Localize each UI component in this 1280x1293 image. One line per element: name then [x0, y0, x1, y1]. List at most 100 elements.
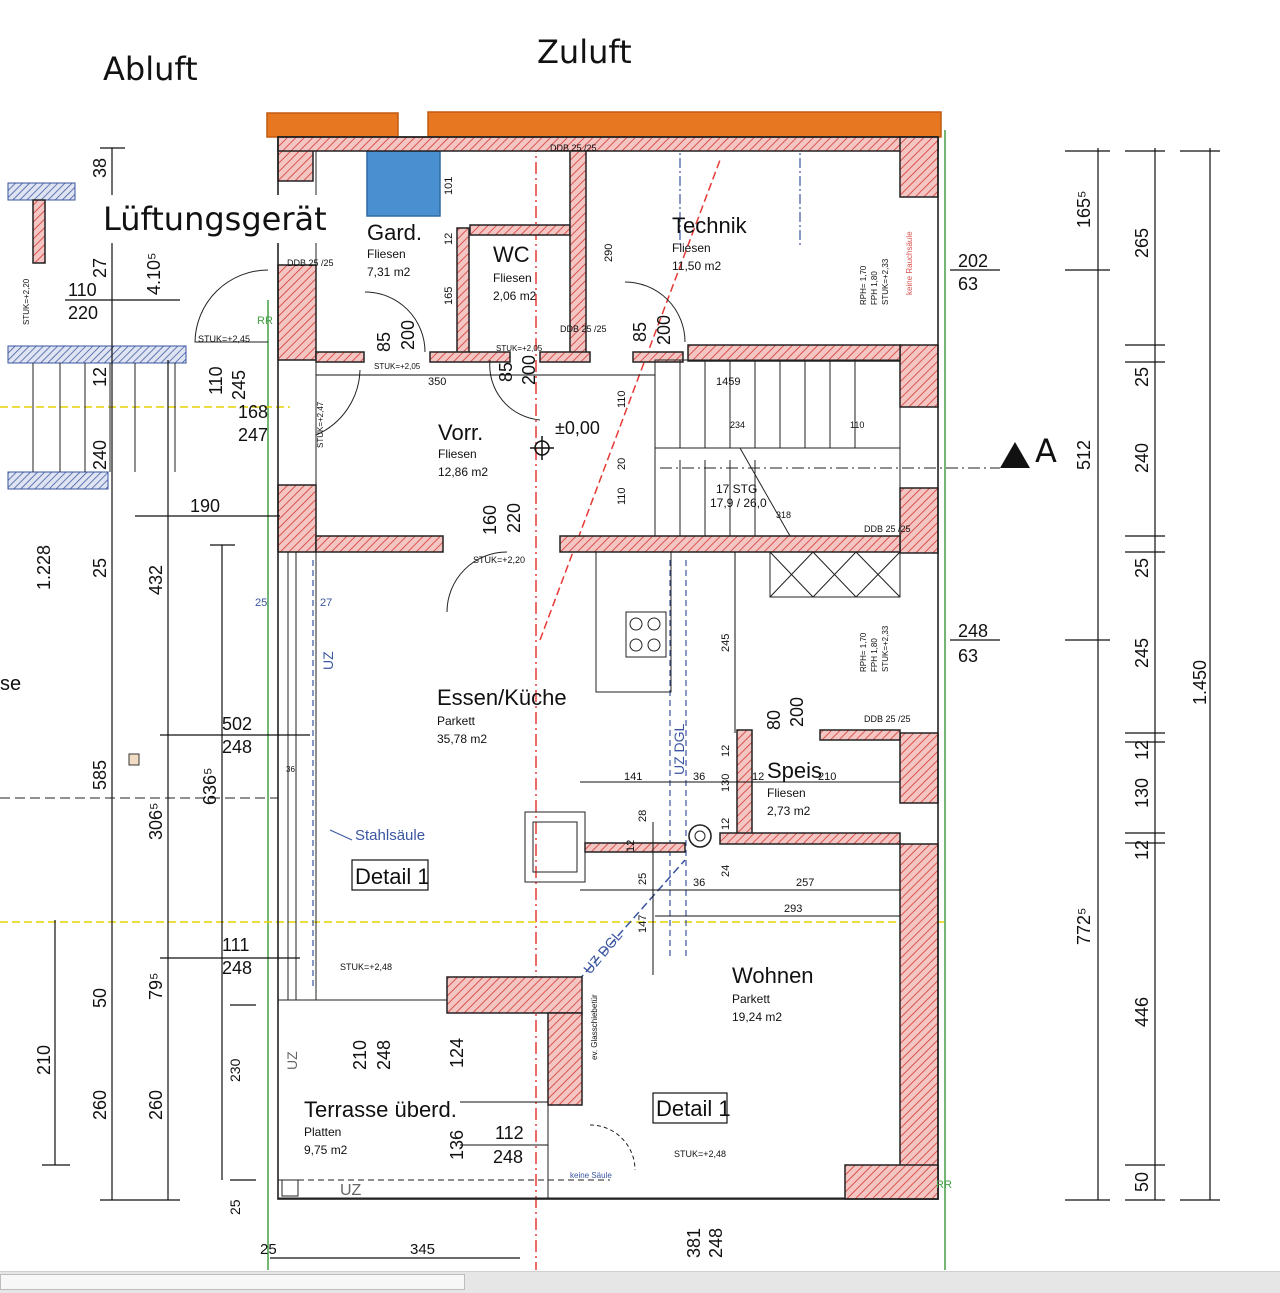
rph-label-2: RPH= 1,70	[859, 632, 868, 672]
stuk-label-233a: STUK=+2,33	[881, 258, 890, 305]
lueftungsgeraet-label-bg	[100, 195, 328, 243]
dim-pair-6-bottom: 248	[222, 958, 252, 978]
dim-inner-h: 25	[260, 1241, 277, 1258]
dim-pair-2-bottom: 245	[229, 370, 249, 400]
stuk-label-233b: STUK=+2,33	[881, 625, 890, 672]
dim-left-3: 4.10⁵	[144, 253, 164, 296]
detail-label-1: Detail 1	[355, 864, 430, 889]
stuk-label-220v: STUK=+2,20	[22, 278, 31, 325]
opening-2-bottom: 63	[958, 646, 978, 666]
dim-left-5: 240	[90, 440, 110, 470]
room-area: 11,50 m2	[672, 259, 721, 273]
stuk-label-248a: STUK=+2,48	[340, 962, 392, 972]
dim-inner-h: 345	[410, 1241, 435, 1258]
opening-1-bottom: 63	[958, 274, 978, 294]
dim-inner-v: 248	[374, 1040, 394, 1070]
dim-pair-7-left: 25	[255, 597, 267, 609]
dim-inner-v: 160	[480, 505, 500, 535]
room-area: 35,78 m2	[437, 732, 487, 746]
dim-left-8: 585	[90, 760, 110, 790]
dim-inner-v: 200	[654, 315, 674, 345]
dim-inner-h: 248	[493, 1147, 523, 1167]
dim-inner-h: 1459	[716, 376, 740, 388]
dim-inner-v: 136	[447, 1130, 467, 1160]
room-terrasse: Terrasse überd. Platten 9,75 m2	[304, 1097, 457, 1157]
room-name: WC	[493, 242, 530, 267]
dim-right-12: 446	[1132, 997, 1152, 1027]
dim-inner-v: 200	[787, 697, 807, 727]
room-area: 2,73 m2	[767, 804, 811, 818]
detail-label-2: Detail 1	[656, 1096, 731, 1121]
inner-dims-vertical: 101 12 165 290 85 200 85 200 85 200 110 …	[350, 177, 807, 1258]
dim-inner-v: 110	[616, 390, 628, 408]
ddb-label-3: DDB 25 /25	[560, 324, 607, 334]
scrollbar-thumb[interactable]	[0, 1274, 465, 1290]
room-name: Wohnen	[732, 963, 814, 988]
dim-left-7: 432	[146, 565, 166, 595]
stuk-label-245: STUK=+2,45	[198, 334, 250, 344]
rr-label-1: RR	[257, 315, 273, 327]
stuk-label-205b: STUK=+2,05	[496, 344, 543, 353]
room-wohnen: Wohnen Parkett 19,24 m2	[732, 963, 814, 1024]
dim-left-2: 27	[90, 258, 110, 278]
room-name: Technik	[672, 213, 748, 238]
dim-left-15: 210	[34, 1045, 54, 1075]
dim-left-11: 50	[90, 988, 110, 1008]
room-technik: Technik Fliesen 11,50 m2	[672, 213, 748, 273]
dim-inner-v: 20	[616, 458, 628, 470]
dim-pair-3-bottom: 247	[238, 425, 268, 445]
rph-label-1: RPH= 1,70	[859, 265, 868, 305]
dim-inner-v: 28	[637, 810, 649, 822]
dim-inner-v: 12	[720, 745, 732, 757]
uz-label-2: UZ	[284, 1051, 300, 1070]
dim-inner-h: 112	[495, 1123, 524, 1143]
dim-inner-v: 85	[374, 332, 394, 352]
room-area: 12,86 m2	[438, 465, 488, 479]
zuluft-duct	[427, 111, 942, 138]
zuluft-label: Zuluft	[537, 33, 632, 71]
dim-right-3: 772⁵	[1074, 908, 1094, 946]
room-material: Fliesen	[367, 247, 406, 261]
dim-inner-h: 12	[752, 771, 764, 783]
dim-left-1: 38	[90, 158, 110, 178]
room-name: Speis	[767, 758, 822, 783]
lueftungsgeraet-label: Lüftungsgerät	[103, 200, 327, 238]
room-material: Platten	[304, 1125, 341, 1139]
dim-left-16: 230	[227, 1058, 243, 1082]
dim-inner-v: 12	[625, 840, 637, 852]
room-material: Fliesen	[767, 786, 806, 800]
dim-inner-v: 130	[720, 774, 732, 792]
room-material: Fliesen	[493, 271, 532, 285]
room-name: Terrasse überd.	[304, 1097, 457, 1122]
dim-inner-h: 293	[784, 903, 802, 915]
dim-inner-v: 147	[637, 915, 649, 933]
dimension-lines-right	[950, 148, 1220, 1201]
stairs-sub-label: 17,9 / 26,0	[710, 496, 767, 510]
room-area: 9,75 m2	[304, 1143, 348, 1157]
left-structure	[0, 182, 278, 799]
stuk-label-205a: STUK=+2,05	[374, 362, 421, 371]
ddb-label-5: DDB 25 /25	[864, 714, 911, 724]
ddb-label-1: DDB 25 /25	[550, 143, 597, 153]
room-area: 2,06 m2	[493, 289, 537, 303]
dim-left-18: 1.228	[34, 545, 54, 590]
stairs-label: 17 STG	[716, 482, 757, 496]
keine-saeule-label: keine Säule	[570, 1171, 612, 1180]
uz-label-1: UZ	[320, 651, 336, 670]
opening-1-top: 202	[958, 251, 988, 271]
dim-right-7: 25	[1132, 558, 1152, 578]
rr-label-2: RR	[936, 1179, 952, 1191]
stuk-label-248b: STUK=+2,48	[674, 1149, 726, 1159]
uz-label-3: UZ	[340, 1182, 362, 1199]
dim-inner-v: 165	[443, 287, 455, 305]
room-essen-kueche: Essen/Küche Parkett 35,78 m2	[437, 685, 567, 746]
dim-inner-h: 36	[693, 771, 705, 783]
dim-right-6: 240	[1132, 443, 1152, 473]
dim-left-10: 636⁵	[200, 768, 220, 806]
horizontal-scrollbar[interactable]	[0, 1271, 1280, 1293]
dim-inner-h: 141	[624, 771, 642, 783]
dim-inner-h: 110	[850, 420, 864, 430]
room-area: 19,24 m2	[732, 1010, 782, 1024]
level-label: ±0,00	[555, 418, 600, 438]
